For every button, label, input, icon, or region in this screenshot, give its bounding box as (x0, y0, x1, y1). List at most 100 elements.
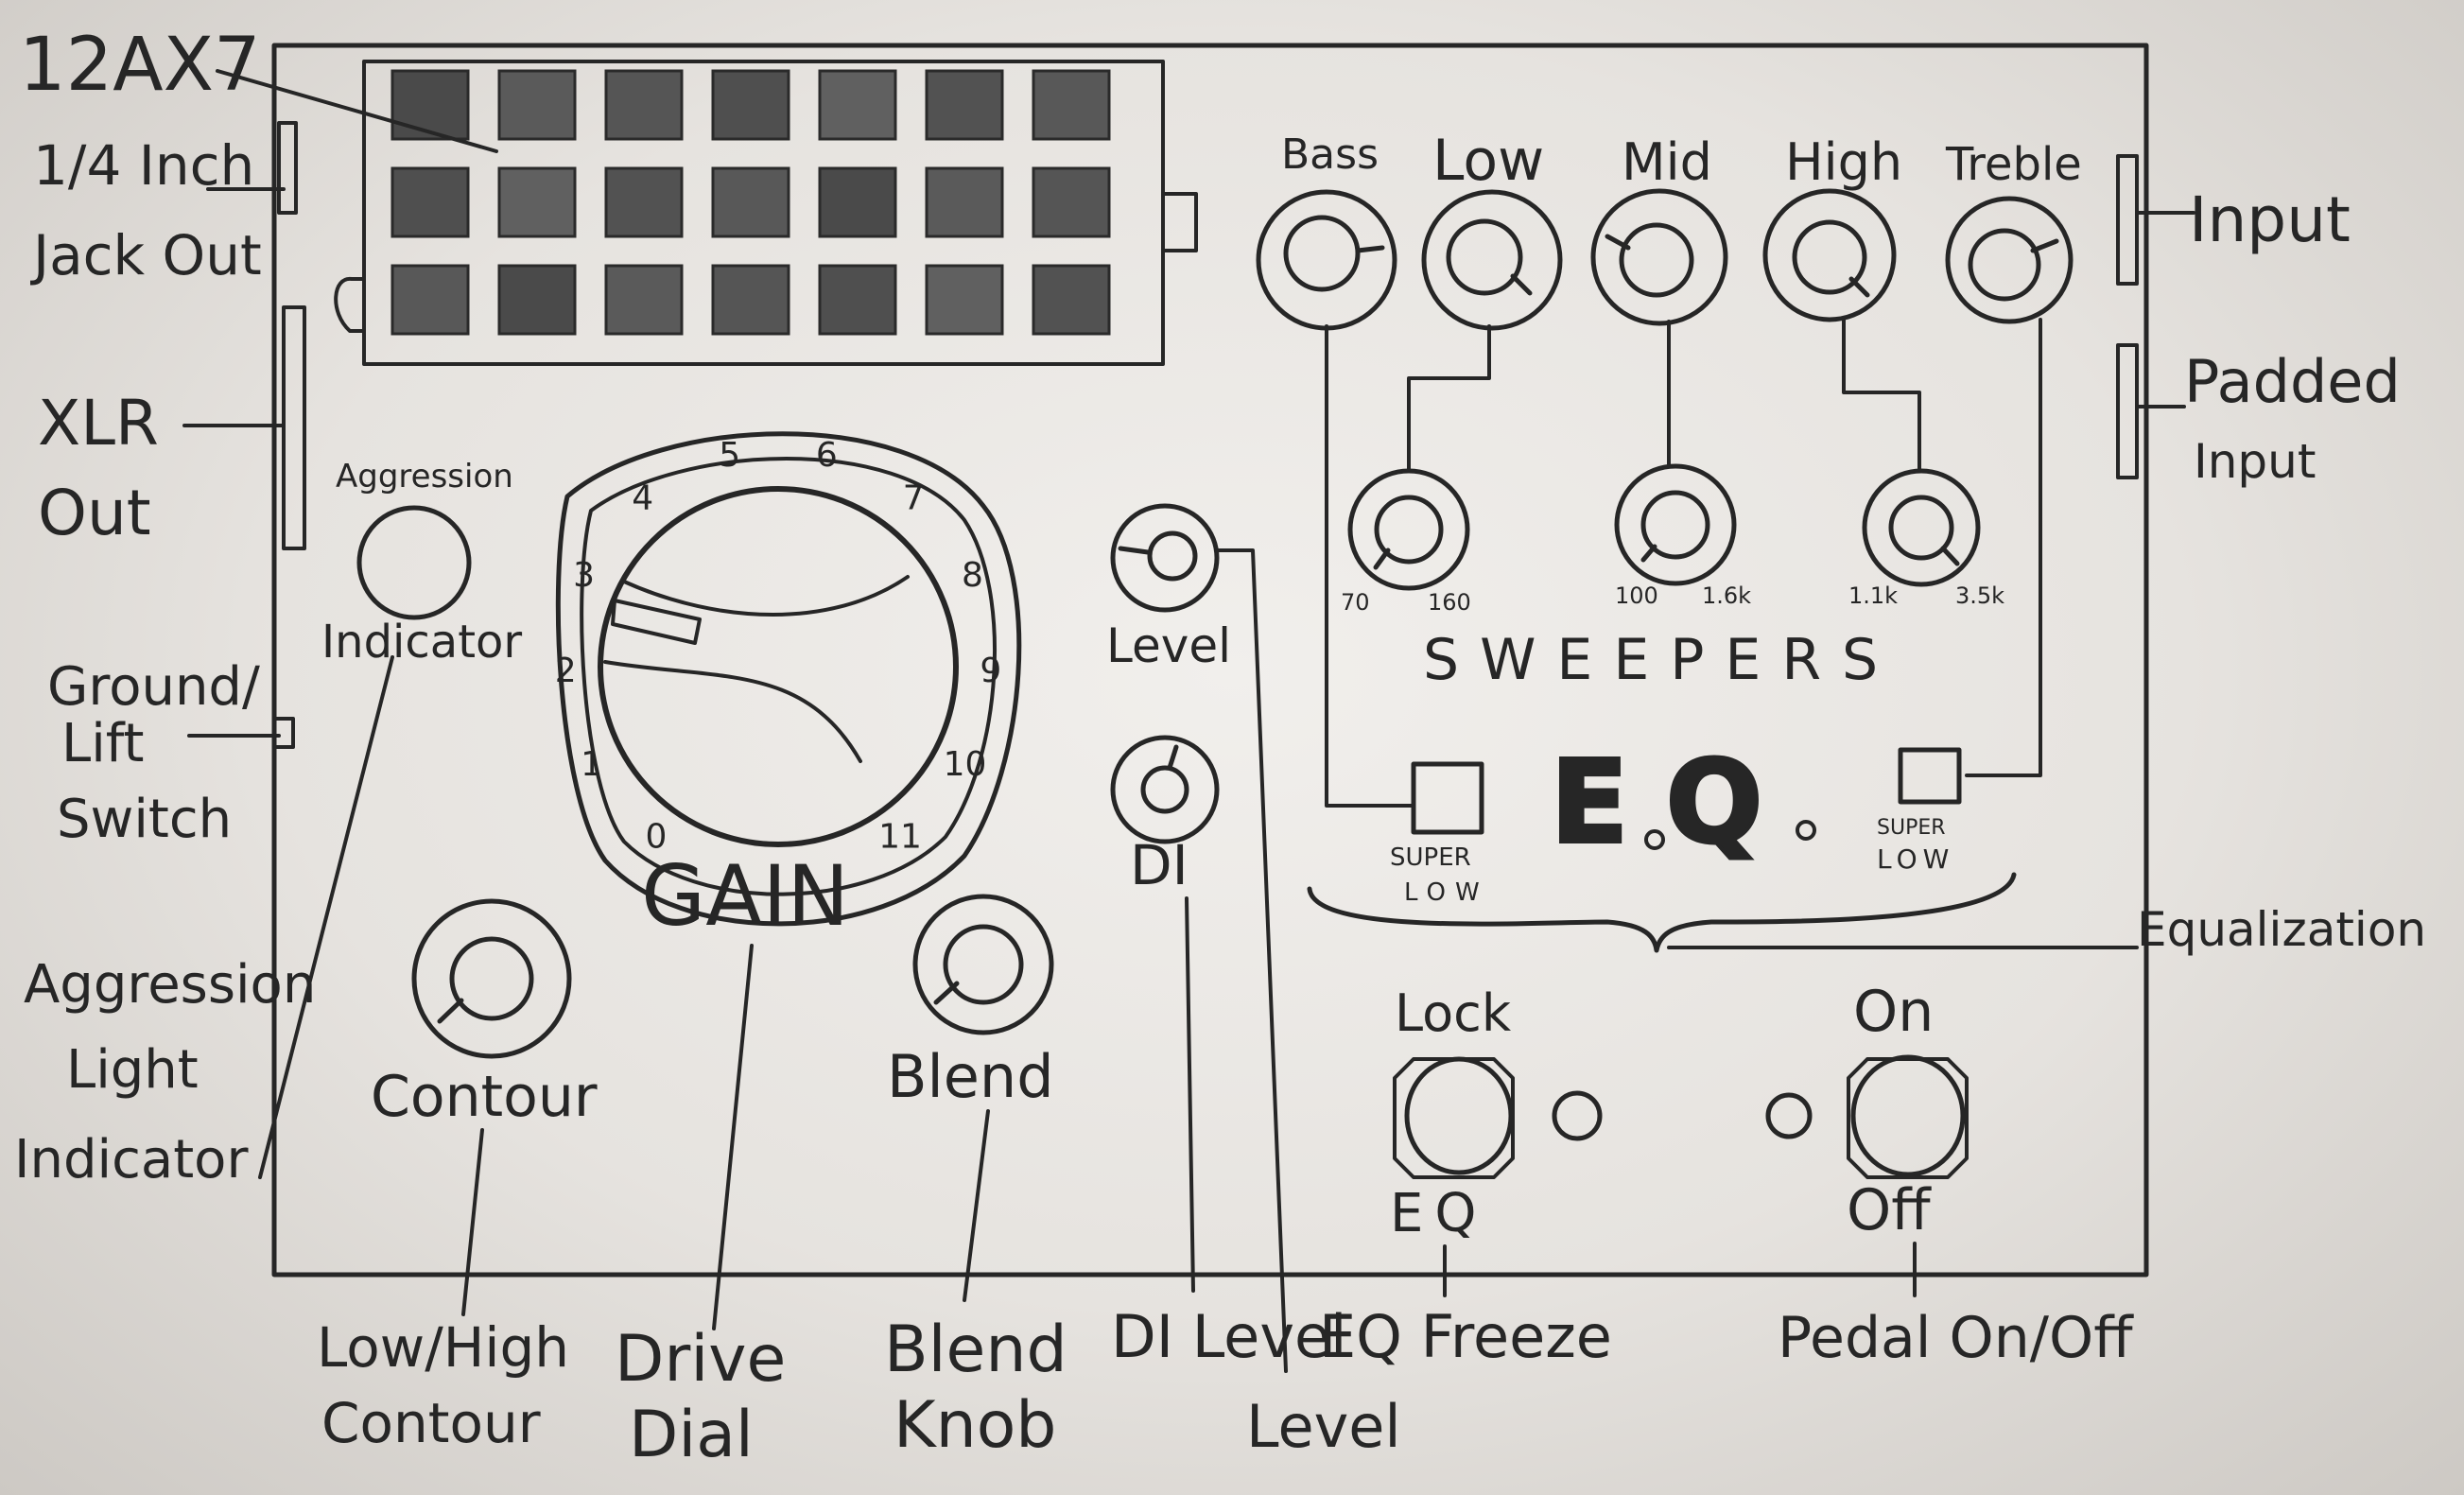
gain-outer-ring (555, 431, 1022, 927)
wire-treble (1965, 318, 2042, 777)
tube-window-tab (1161, 192, 1198, 252)
label-drive-1: Drive (615, 1322, 786, 1397)
ground-lift-switch (272, 717, 295, 749)
gain-curve-bottom (603, 660, 862, 763)
leader-gain (712, 944, 754, 1330)
quarter-inch-jack (277, 121, 298, 215)
leader-blend (963, 1109, 990, 1302)
label-on: On (1853, 979, 1934, 1045)
label-contour-2: Contour (321, 1391, 541, 1455)
blend-pointer (933, 981, 960, 1005)
label-level: Level (1106, 618, 1231, 673)
pedal-footswitch[interactable] (1850, 1054, 1966, 1177)
gain-scale-number: 11 (878, 817, 922, 856)
di-pointer (1167, 744, 1179, 771)
eq-knob-mid[interactable] (1590, 188, 1728, 326)
label-eq-freeze: EQ Freeze (1319, 1302, 1612, 1371)
label-level-bottom: Level (1246, 1392, 1401, 1461)
eq-freeze-footswitch[interactable] (1404, 1056, 1514, 1175)
eq-knob-bass[interactable] (1256, 189, 1397, 331)
label-ground-1: Ground/ (47, 656, 260, 718)
blend-knob-ring (912, 894, 1054, 1035)
label-contour-1: Low/High (317, 1315, 569, 1380)
sweep-range-label: 70 (1341, 589, 1370, 616)
sweep-knob-low[interactable] (1347, 468, 1470, 591)
label-gain: GAIN (641, 847, 849, 945)
gain-scale-number: 6 (816, 436, 838, 475)
label-equalization: Equalization (2137, 902, 2426, 957)
tube-cell (1032, 166, 1111, 238)
super-low-switch-left[interactable] (1411, 761, 1484, 835)
eq-freeze-footswitch-base (1393, 1057, 1515, 1179)
super-low-switch-right[interactable] (1898, 747, 1962, 805)
label-xlr-1: XLR (38, 387, 159, 460)
label-jack-out-1: 1/4 Inch (33, 133, 254, 198)
contour-knob[interactable] (449, 936, 534, 1021)
label-blend-2: Knob (894, 1388, 1056, 1463)
leader-12ax7 (216, 69, 498, 153)
eq-brace (1307, 872, 2017, 953)
gain-scale-number: 5 (719, 436, 740, 475)
blend-knob[interactable] (943, 924, 1024, 1005)
label-off: Off (1847, 1177, 1932, 1243)
jack-out-bulb (334, 276, 366, 333)
input-jack (2116, 154, 2139, 286)
label-contour: Contour (371, 1064, 598, 1130)
label-input: Input (2189, 183, 2351, 256)
gain-dial[interactable] (598, 486, 959, 847)
level-knob[interactable] (1147, 530, 1198, 582)
label-eq-switch: EQ (1390, 1183, 1487, 1244)
aggression-indicator (356, 505, 472, 620)
tube-cell (711, 166, 790, 238)
padded-input-jack (2116, 343, 2139, 479)
tube-cell (925, 166, 1004, 238)
eq-knob-treble[interactable] (1945, 196, 2074, 324)
label-lock: Lock (1395, 983, 1512, 1043)
gain-inner-ring (580, 457, 997, 896)
label-super-low-left-2: LOW (1404, 878, 1489, 907)
label-sweepers: SWEEPERS (1423, 627, 1899, 693)
sweep-range-label: 1.6k (1702, 582, 1751, 609)
sweep-knob-mid[interactable] (1614, 463, 1737, 586)
tube-cell (818, 69, 897, 141)
tube-cell (390, 166, 470, 238)
label-eq-knob: Low (1432, 128, 1544, 194)
label-drive-2: Dial (629, 1398, 754, 1472)
eq-logo-dot (1644, 829, 1665, 850)
pedal-led (1765, 1092, 1813, 1139)
tube-cell (925, 69, 1004, 141)
label-super-low-left-1: SUPER (1390, 843, 1471, 872)
wire-low (1407, 324, 1491, 473)
label-ground-2: Lift (61, 713, 144, 774)
tube-cell (818, 264, 897, 336)
eq-knob-high[interactable] (1762, 188, 1897, 322)
gain-scale-number: 9 (980, 652, 1001, 690)
eq-freeze-led (1552, 1090, 1603, 1141)
eq-knob-low[interactable] (1421, 189, 1563, 331)
gain-scale-number: 3 (573, 556, 595, 595)
level-pointer (1118, 546, 1151, 555)
label-di: DI (1130, 833, 1189, 897)
label-pedal-on-off: Pedal On/Off (1778, 1305, 2134, 1371)
gain-scale-number: 2 (555, 652, 577, 690)
label-eq-knob: Mid (1622, 132, 1712, 192)
gain-scale-number: 7 (903, 478, 925, 517)
label-aggression-1: Aggression (336, 458, 513, 495)
di-knob[interactable] (1140, 765, 1189, 814)
eq-knob-labels: Bass Low Mid High Treble (1281, 128, 2082, 194)
gain-scale-number: 8 (962, 556, 983, 595)
tube-cell (1032, 264, 1111, 336)
tube-cell (925, 264, 1004, 336)
tube-cell (818, 166, 897, 238)
sweep-knob-high[interactable] (1862, 468, 1981, 587)
pedal-footswitch-base (1847, 1057, 1969, 1179)
gain-scale-number: 1 (581, 745, 602, 784)
tube-cell (604, 166, 684, 238)
tube-cell (390, 264, 470, 336)
tube-cell (390, 69, 470, 141)
tube-cell (497, 264, 577, 336)
label-eq-knob: High (1785, 132, 1902, 192)
tube-grid (390, 69, 1111, 336)
label-aggr-light-2: Light (66, 1039, 199, 1101)
